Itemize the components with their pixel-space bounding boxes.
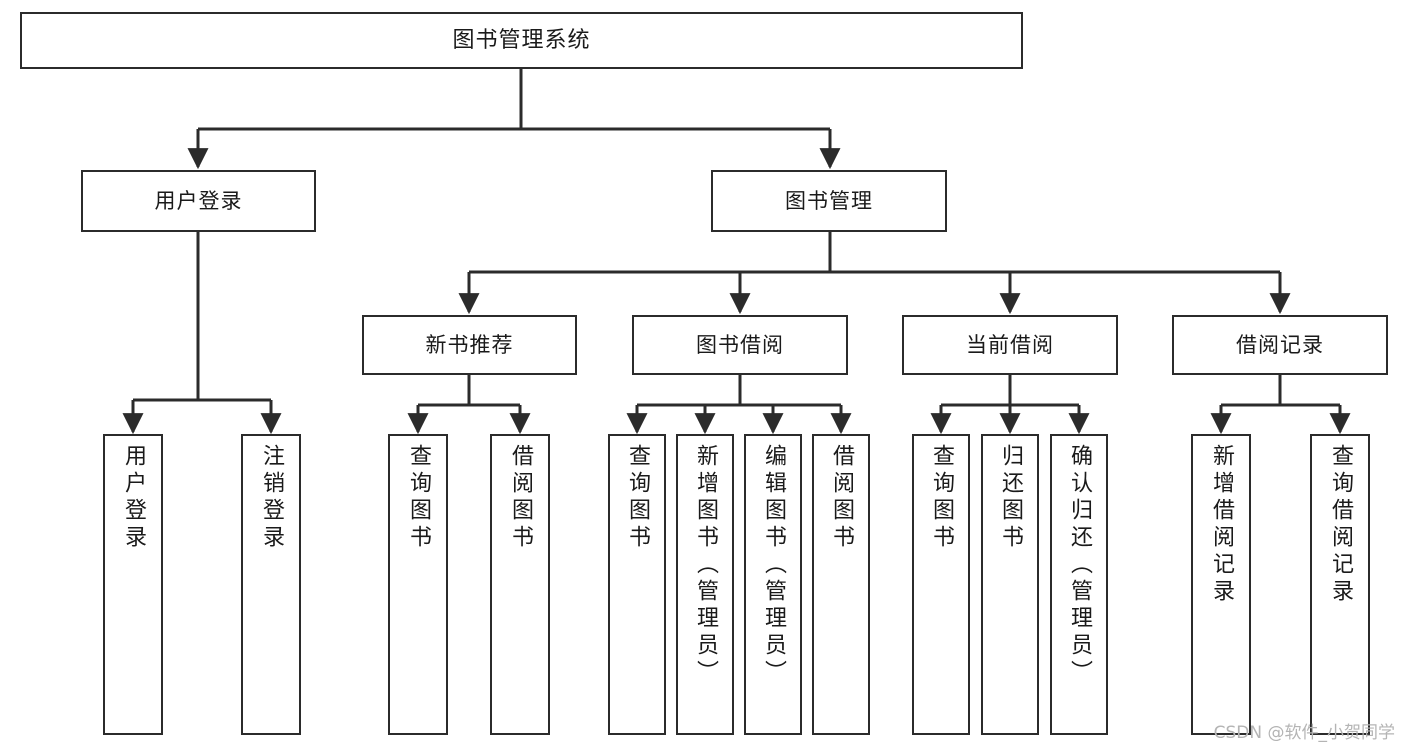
csdn-watermark: CSDN @软件_小贺同学 xyxy=(1213,723,1395,743)
node-label: 图书管理系统 xyxy=(452,27,591,53)
leaf-query-borrow-record[interactable]: 查询借阅记录 xyxy=(1310,434,1370,735)
node-user-login[interactable]: 用户登录 xyxy=(81,170,316,232)
node-label: 新增图书（管理员） xyxy=(693,444,718,687)
node-root-book-management-system[interactable]: 图书管理系统 xyxy=(20,12,1023,69)
node-label: 图书借阅 xyxy=(696,332,784,357)
leaf-query-book-borrow[interactable]: 查询图书 xyxy=(608,434,666,735)
node-label: 新增借阅记录 xyxy=(1209,444,1234,606)
node-new-book-recommend[interactable]: 新书推荐 xyxy=(362,315,577,375)
node-label: 新书推荐 xyxy=(425,332,514,357)
leaf-logout[interactable]: 注销登录 xyxy=(241,434,301,735)
leaf-query-book-recommend[interactable]: 查询图书 xyxy=(388,434,448,735)
node-label: 注销登录 xyxy=(259,444,284,552)
leaf-borrow-book[interactable]: 借阅图书 xyxy=(812,434,870,735)
node-book-borrow[interactable]: 图书借阅 xyxy=(632,315,848,375)
node-borrow-record[interactable]: 借阅记录 xyxy=(1172,315,1388,375)
node-label: 确认归还（管理员） xyxy=(1067,444,1092,687)
leaf-user-login[interactable]: 用户登录 xyxy=(103,434,163,735)
node-label: 图书管理 xyxy=(785,188,873,213)
node-book-management[interactable]: 图书管理 xyxy=(711,170,947,232)
node-label: 借阅记录 xyxy=(1236,332,1324,357)
leaf-add-book-admin[interactable]: 新增图书（管理员） xyxy=(676,434,734,735)
node-label: 当前借阅 xyxy=(966,332,1054,357)
node-label: 归还图书 xyxy=(998,444,1023,552)
leaf-confirm-return-admin[interactable]: 确认归还（管理员） xyxy=(1050,434,1108,735)
leaf-add-borrow-record[interactable]: 新增借阅记录 xyxy=(1191,434,1251,735)
node-label: 查询图书 xyxy=(929,444,954,552)
node-label: 查询图书 xyxy=(406,444,431,552)
node-label: 查询图书 xyxy=(625,444,650,552)
leaf-return-book[interactable]: 归还图书 xyxy=(981,434,1039,735)
leaf-edit-book-admin[interactable]: 编辑图书（管理员） xyxy=(744,434,802,735)
leaf-query-book-current[interactable]: 查询图书 xyxy=(912,434,970,735)
node-label: 借阅图书 xyxy=(829,444,854,552)
node-label: 用户登录 xyxy=(154,188,243,213)
node-label: 借阅图书 xyxy=(508,444,533,552)
leaf-borrow-book-recommend[interactable]: 借阅图书 xyxy=(490,434,550,735)
node-label: 查询借阅记录 xyxy=(1328,444,1353,606)
node-current-borrow[interactable]: 当前借阅 xyxy=(902,315,1118,375)
node-label: 编辑图书（管理员） xyxy=(761,444,786,687)
node-label: 用户登录 xyxy=(121,444,146,552)
